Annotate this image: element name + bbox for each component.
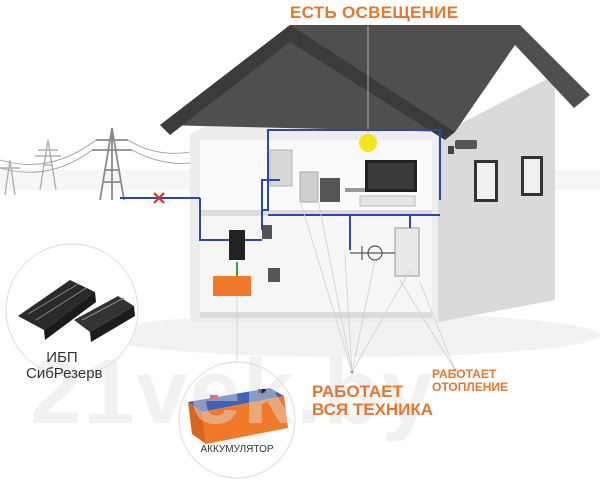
tv-stand — [359, 195, 416, 207]
side-window-pane — [477, 163, 495, 199]
callout-lines — [236, 199, 457, 380]
appliances-label: РАБОТАЕТ ВСЯ ТЕХНИКА — [312, 383, 433, 419]
overhead-lines — [0, 139, 201, 173]
heating-label: РАБОТАЕТ ОТОПЛЕНИЕ — [432, 368, 508, 393]
lighting-label: ЕСТЬ ОСВЕЩЕНИЕ — [290, 3, 459, 22]
shelving — [320, 178, 340, 202]
ground-slab — [200, 312, 432, 318]
side-window-pane — [524, 159, 540, 193]
security-camera-icon — [448, 140, 477, 154]
fridge — [299, 171, 319, 203]
boiler-unit — [269, 149, 293, 187]
ups-inverter-wall — [229, 230, 245, 260]
electric-panel — [262, 225, 272, 239]
appliances-label-line1: РАБОТАЕТ — [312, 382, 403, 401]
roof-front-edge — [160, 25, 455, 140]
battery-label: АККУМУЛЯТОР — [200, 444, 274, 455]
heating-boiler — [394, 227, 420, 277]
battery-in-house — [213, 276, 251, 296]
heating-label-line2: ОТОПЛЕНИЕ — [432, 379, 509, 394]
cross-mark-icon — [153, 192, 165, 204]
tv-panel — [368, 163, 414, 189]
heating-label-line1: РАБОТАЕТ — [432, 367, 497, 381]
desk — [345, 188, 375, 192]
socket-box — [268, 268, 280, 282]
floor-slab — [200, 210, 432, 216]
ups-label-line1: ИБП — [46, 349, 78, 366]
ups-label: ИБП СибРезерв — [26, 349, 103, 382]
appliances-label-line2: ВСЯ ТЕХНИКА — [312, 399, 434, 419]
distant-pylon — [0, 139, 61, 196]
ups-devices-image — [18, 280, 135, 342]
battery-image — [188, 388, 288, 444]
power-pylon — [92, 127, 132, 201]
light-bulb-icon — [359, 134, 377, 152]
ups-label-line2: СибРезерв — [26, 364, 103, 382]
